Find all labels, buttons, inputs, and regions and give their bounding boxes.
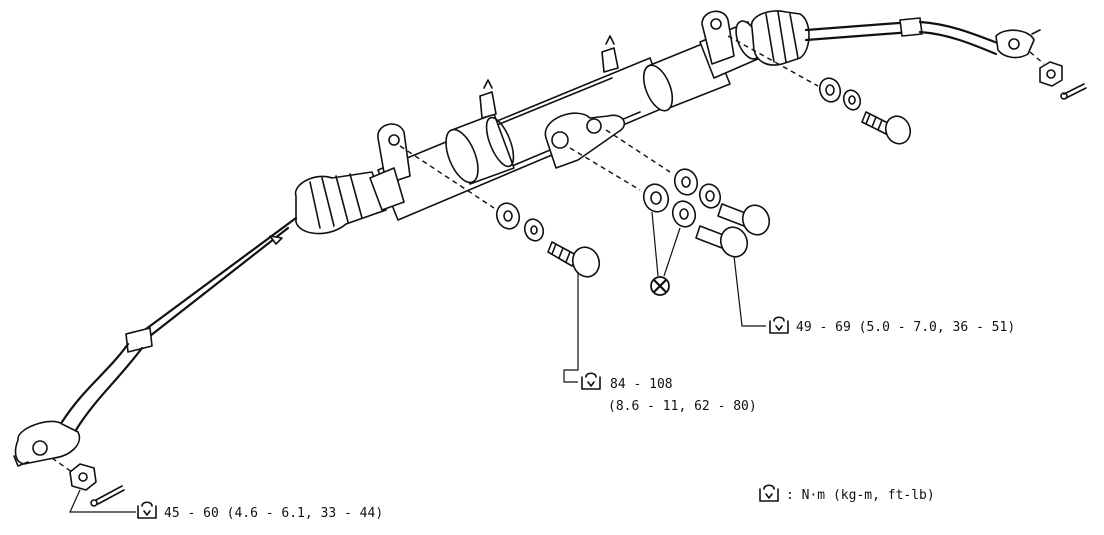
right-bracket: [701, 10, 735, 65]
vent-fitting: [601, 35, 619, 73]
right-housing: [642, 20, 761, 112]
left-bracket: [377, 123, 411, 185]
callout-mount-bolts: 49 - 69 (5.0 - 7.0, 36 - 51): [769, 316, 1015, 335]
right-tie-rod-nut: [1029, 51, 1087, 100]
units-legend: : N·m (kg-m, ft-lb): [759, 484, 935, 503]
callout-tie-rod-nut: 45 - 60 (4.6 - 6.1, 33 - 44): [137, 501, 383, 521]
do-not-reuse-icon: [650, 276, 670, 296]
right-bracket-fasteners: [727, 35, 912, 145]
leader-lines: [69, 255, 766, 513]
mount-bolts-torque: 49 - 69 (5.0 - 7.0, 36 - 51): [796, 320, 1015, 335]
torque-wrench-icon: [769, 316, 789, 334]
callout-bracket-bolt: 84 - 108 (8.6 - 11, 62 - 80): [581, 372, 757, 414]
gear-housing: [445, 79, 515, 185]
torque-wrench-icon: [581, 372, 601, 390]
units-legend-text: : N·m (kg-m, ft-lb): [786, 488, 935, 503]
rack-housing: [377, 57, 669, 221]
bracket-bolt-torque-line1: 84 - 108: [610, 377, 673, 392]
bracket-bolt-torque-line2: (8.6 - 11, 62 - 80): [608, 399, 757, 414]
torque-wrench-icon: [137, 501, 157, 519]
left-tie-rod: [13, 216, 298, 467]
right-boot: [750, 10, 810, 66]
tie-rod-nut-torque: 45 - 60 (4.6 - 6.1, 33 - 44): [164, 506, 383, 521]
left-boot: [294, 167, 405, 235]
right-tie-rod: [804, 17, 1041, 59]
left-bracket-fasteners: [399, 145, 601, 278]
left-tie-rod-nut: [51, 457, 125, 507]
torque-wrench-icon: [759, 484, 779, 502]
mount-clamp-fasteners: [569, 129, 771, 277]
mount-clamp: [544, 112, 626, 169]
